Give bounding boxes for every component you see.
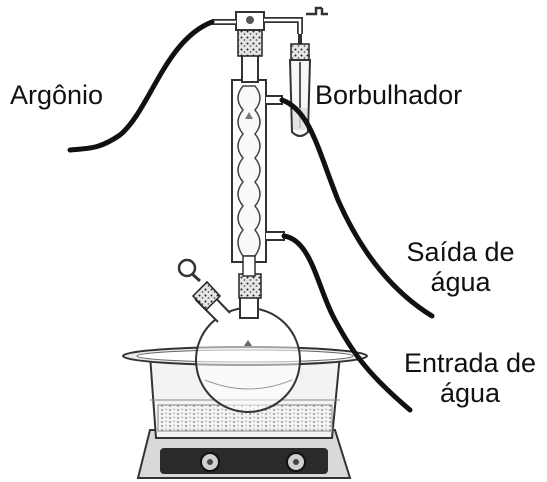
water-in-hose bbox=[281, 233, 413, 413]
water-outlet-label-line1: Saída de bbox=[406, 237, 515, 267]
water-inlet-label-line1: Entrada de bbox=[403, 348, 537, 378]
round-bottom-flask bbox=[177, 258, 301, 413]
bubbler-label: Borbulhador bbox=[315, 80, 463, 110]
argon-label: Argônio bbox=[10, 80, 104, 110]
water-inlet-label-line2: água bbox=[439, 378, 501, 408]
water-inlet-label: Entrada de água bbox=[394, 348, 546, 408]
bubbler bbox=[288, 6, 328, 137]
hotplate bbox=[136, 429, 352, 479]
stopcock-handle bbox=[177, 258, 197, 278]
water-outlet-label-line2: água bbox=[430, 267, 491, 297]
hoses bbox=[67, 19, 435, 413]
condenser bbox=[212, 11, 303, 299]
side-stopper bbox=[191, 280, 222, 312]
argon-hose bbox=[67, 19, 215, 153]
top-stopper bbox=[237, 27, 263, 57]
lower-joint bbox=[238, 273, 262, 299]
water-outlet-label: Saída de água bbox=[393, 237, 528, 297]
water-out-hose bbox=[279, 97, 435, 319]
